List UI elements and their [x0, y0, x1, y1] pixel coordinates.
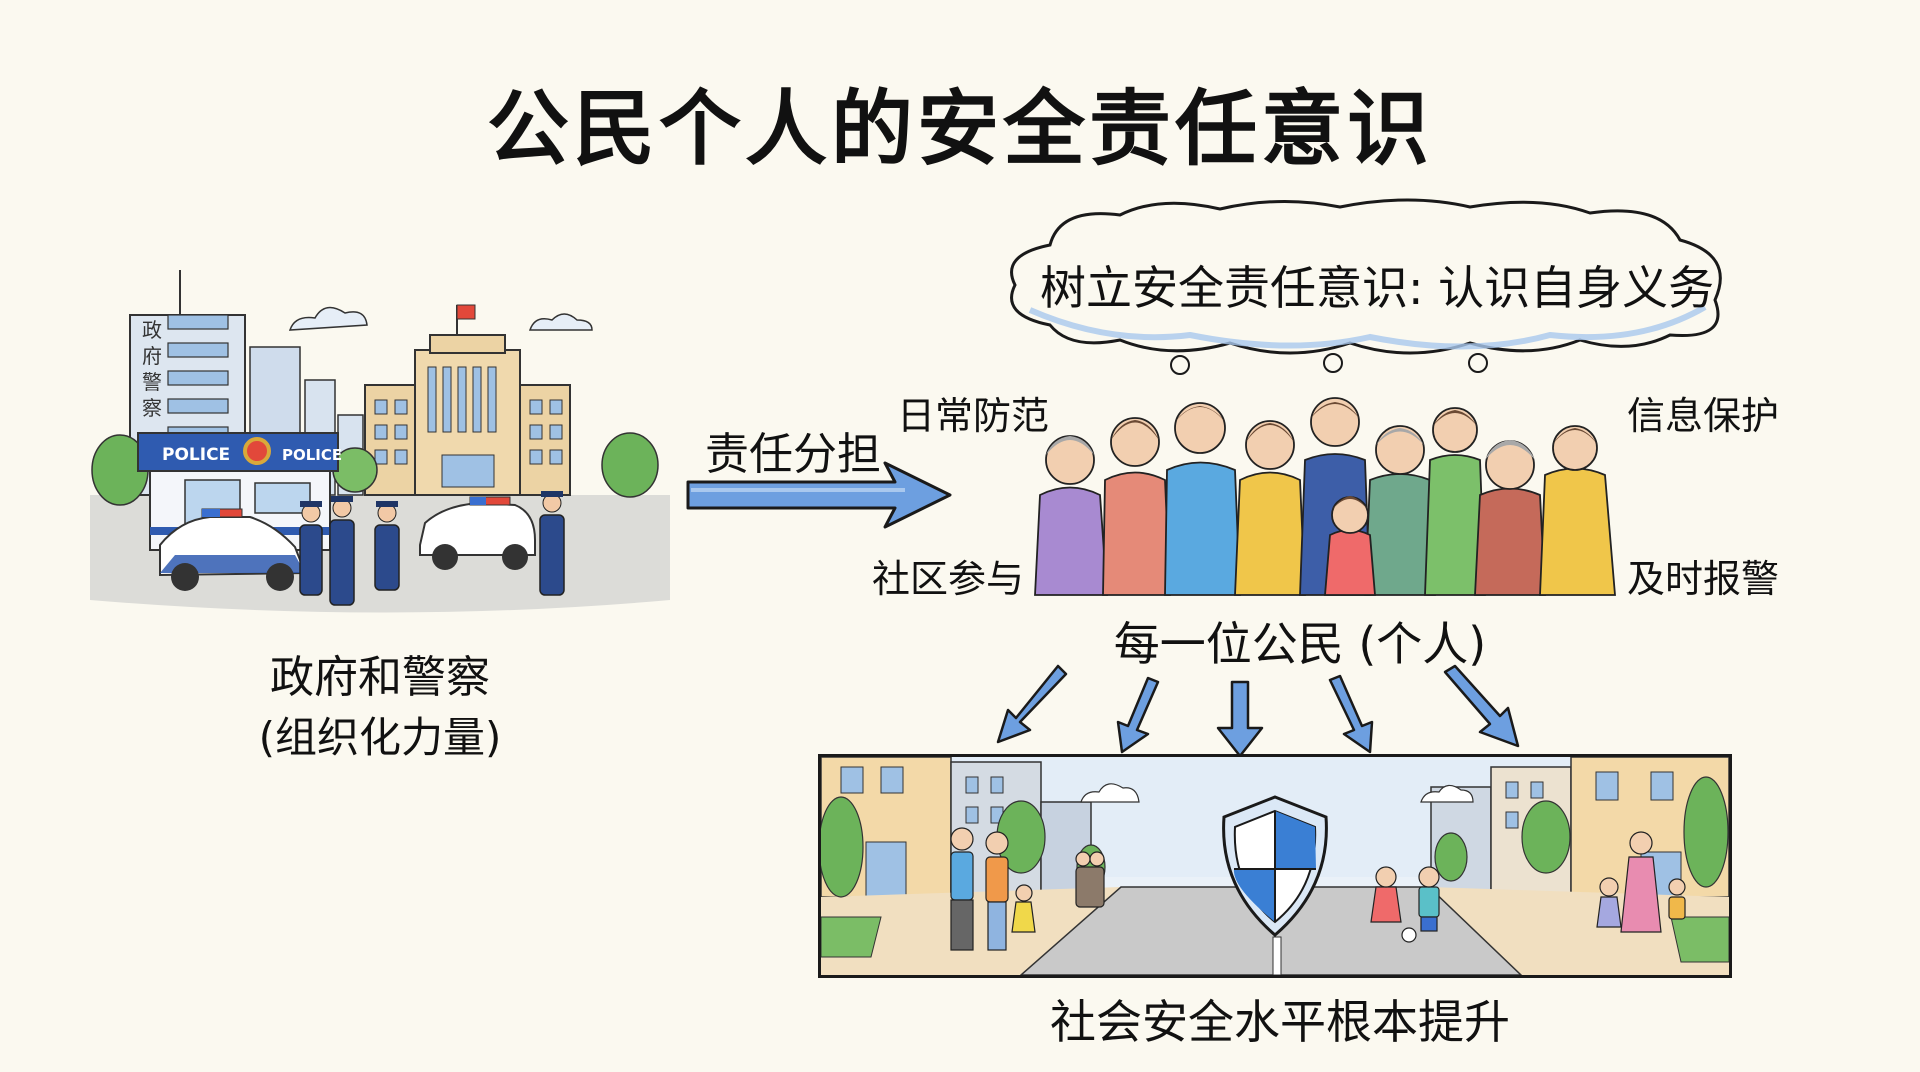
- building-sign-char: 政: [142, 318, 162, 342]
- station-sign-right: POLICE: [282, 446, 342, 464]
- government-police-illustration: 政 府 警 察: [90, 270, 670, 613]
- down-arrow-1: [996, 664, 1068, 744]
- page-title: 公民个人的安全责任意识: [486, 82, 1433, 177]
- duty-label-timely-report: 及时报警: [1627, 557, 1780, 601]
- government-caption: 政府和警察 (组织化力量): [190, 648, 570, 768]
- government-caption-line1: 政府和警察: [270, 652, 490, 703]
- duty-label-info-protection: 信息保护: [1627, 394, 1780, 438]
- main-right-arrow: [686, 461, 952, 529]
- thought-cloud-text: 树立安全责任意识: 认识自身义务: [1040, 261, 1715, 315]
- citizens-caption: 每一位公民 (个人): [1113, 617, 1487, 671]
- down-arrow-2: [1116, 676, 1160, 754]
- citizens-group-scene: [1034, 397, 1620, 596]
- government-caption-line2: (组织化力量): [258, 713, 502, 762]
- duty-label-community-participation: 社区参与: [872, 557, 1025, 601]
- thought-cloud: [1010, 198, 1722, 375]
- safe-community-scene: [818, 754, 1732, 978]
- bottom-caption: 社会安全水平根本提升: [1050, 995, 1510, 1049]
- down-arrow-5: [1443, 664, 1520, 748]
- svg-text:察: 察: [142, 396, 162, 420]
- duty-label-daily-prevention: 日常防范: [897, 394, 1050, 438]
- svg-text:警: 警: [142, 370, 162, 394]
- responsibility-sharing-label: 责任分担: [705, 429, 881, 480]
- citizens-illustration: [1034, 397, 1616, 596]
- down-arrow-4: [1328, 674, 1374, 754]
- government-police-scene: 政 府 警 察: [90, 255, 670, 625]
- svg-text:府: 府: [142, 344, 162, 368]
- safe-community-illustration: [821, 757, 1729, 975]
- down-arrow-3: [1216, 680, 1264, 758]
- station-sign-left: POLICE: [162, 445, 230, 465]
- down-arrows-group: [996, 664, 1520, 758]
